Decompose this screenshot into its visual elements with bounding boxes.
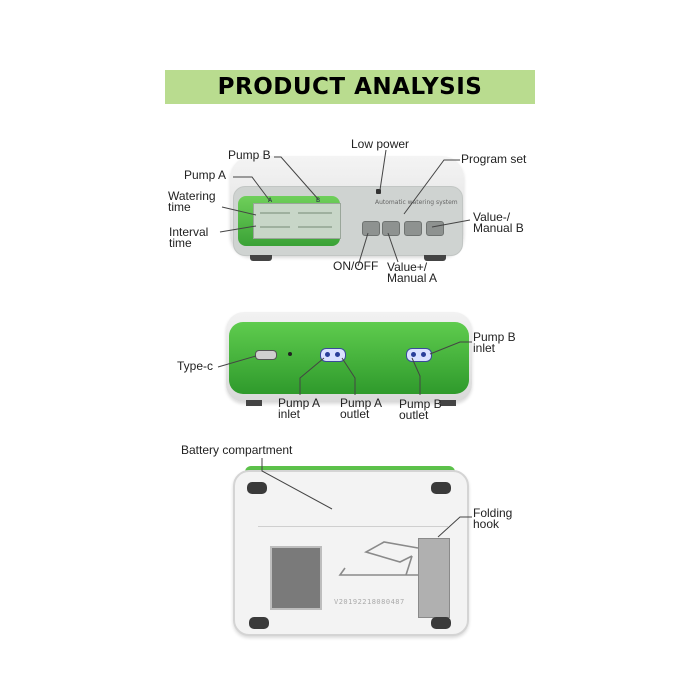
label-on-off: ON/OFF	[333, 259, 379, 273]
lcd-channel-a-label: A	[268, 197, 273, 204]
device-foot	[250, 255, 272, 261]
label-pump-b-inlet: Pump B inlet	[473, 330, 516, 355]
page-title: PRODUCT ANALYSIS	[217, 74, 483, 100]
label-type-c: Type-c	[177, 359, 214, 373]
label-window	[270, 546, 322, 610]
program-set-button[interactable]	[404, 221, 422, 236]
label-folding-hook: Folding hook	[473, 506, 513, 531]
low-power-indicator	[376, 189, 381, 194]
label-pump-b-outlet: Pump B outlet	[399, 397, 442, 422]
hook-plate	[418, 538, 450, 618]
lcd-display	[253, 203, 341, 239]
rubber-foot	[431, 617, 451, 629]
type-c-port	[255, 350, 277, 360]
label-value-minus: Value-/ Manual B	[473, 210, 524, 235]
device-foot	[440, 400, 456, 406]
serial-number: V20192218080487	[334, 598, 405, 606]
label-low-power: Low power	[351, 137, 410, 151]
value-minus-button[interactable]	[426, 221, 444, 236]
label-pump-a: Pump A	[184, 168, 227, 182]
label-value-plus: Value+/ Manual A	[387, 260, 438, 285]
indicator-hole	[288, 352, 292, 356]
label-watering-time: Watering time	[168, 189, 216, 214]
lcd-channel-b-label: B	[316, 197, 321, 204]
label-pump-a-outlet: Pump A outlet	[340, 396, 383, 421]
pump-a-nozzles	[320, 348, 346, 362]
device-foot	[424, 255, 446, 261]
label-pump-b: Pump B	[228, 148, 271, 162]
label-pump-a-inlet: Pump A inlet	[278, 396, 321, 421]
label-interval-time: Interval time	[169, 225, 209, 250]
panel-caption: Automatic watering system	[375, 199, 458, 206]
rubber-foot	[249, 617, 269, 629]
rubber-foot	[247, 482, 267, 494]
device-foot	[246, 400, 262, 406]
pump-b-nozzles	[406, 348, 432, 362]
rubber-foot	[431, 482, 451, 494]
on-off-button[interactable]	[362, 221, 380, 236]
title-banner: PRODUCT ANALYSIS	[165, 70, 535, 104]
label-battery-compartment: Battery compartment	[181, 443, 293, 457]
value-plus-button[interactable]	[382, 221, 400, 236]
label-program-set: Program set	[461, 152, 527, 166]
battery-cover	[258, 492, 448, 527]
